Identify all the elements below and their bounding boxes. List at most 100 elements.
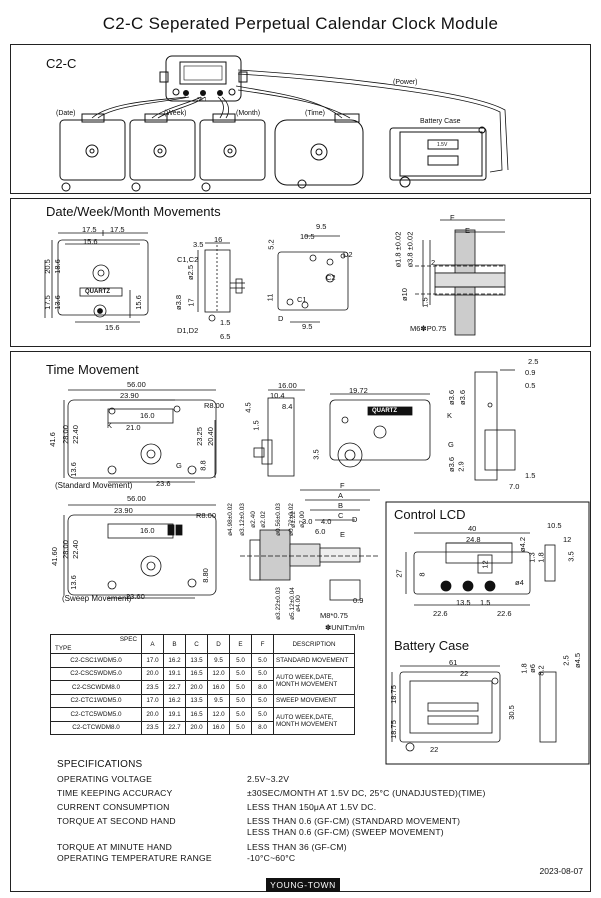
sdim-h136: 13.6 bbox=[68, 575, 78, 590]
tdim-r29: 2.9 bbox=[456, 461, 466, 472]
callout-week: (Week) bbox=[164, 110, 187, 117]
callout-date: (Date) bbox=[56, 110, 76, 117]
dim-d15: 1.5 bbox=[220, 318, 231, 327]
table-header-row: SPEC TYPE A B C D E F DESCRIPTION bbox=[50, 634, 355, 654]
shaft-30: 3.0 bbox=[302, 517, 313, 526]
tdim-h224: 22.40 bbox=[70, 425, 80, 444]
bdim-w22b: 22 bbox=[430, 745, 439, 754]
dim-d65: 6.5 bbox=[220, 332, 231, 341]
value-cell: 8.0 bbox=[251, 680, 274, 695]
ldim-r18: 1.8 bbox=[536, 552, 546, 563]
shaft-v2: ø2.40 bbox=[249, 511, 257, 528]
description-line: MONTH MOVEMENT bbox=[276, 721, 338, 728]
tdim-r09: 0.9 bbox=[525, 368, 536, 377]
dim-c1c2: C1,C2 bbox=[177, 255, 199, 264]
tdim-k: K bbox=[107, 421, 113, 430]
tdim-w239: 23.90 bbox=[120, 391, 139, 400]
bdim-w22: 22 bbox=[460, 669, 469, 678]
movements-drawing bbox=[44, 219, 506, 336]
tdim-side35: 3.5 bbox=[311, 449, 321, 460]
value-cell: 8.0 bbox=[251, 720, 274, 735]
description-cell: SWEEP MOVEMENT bbox=[273, 693, 355, 708]
battery-title: Battery Case bbox=[394, 638, 470, 653]
shaft-v6: ø1.22 bbox=[289, 511, 297, 528]
col-d: D bbox=[207, 634, 230, 654]
tdim-h204: 20.40 bbox=[205, 427, 215, 446]
value-cell: 23.5 bbox=[141, 680, 164, 695]
tdim-r8: R8.00 bbox=[204, 401, 225, 410]
value-cell: 5.0 bbox=[251, 666, 274, 681]
dim-f: F bbox=[450, 213, 455, 222]
type-cell: C2-CTC1WDM5.0 bbox=[50, 693, 142, 708]
tdim-w21: 21.0 bbox=[126, 423, 141, 432]
sdim-h88: 8.80 bbox=[200, 568, 210, 583]
dim-d2-label: D2 bbox=[343, 250, 353, 259]
type-cell: C2-CSC1WDM5.0 bbox=[50, 653, 142, 668]
standard-movement-label: (Standard Movement) bbox=[55, 481, 133, 490]
value-cell: 9.5 bbox=[207, 653, 230, 668]
description-line: AUTO WEEK,DATE, bbox=[276, 714, 334, 721]
ldim-w40: 40 bbox=[468, 524, 477, 533]
callout-time: (Time) bbox=[305, 110, 325, 117]
bdim-h1875b: 18.75 bbox=[388, 720, 398, 739]
col-e: E bbox=[229, 634, 252, 654]
value-cell: 16.5 bbox=[185, 707, 208, 722]
description-cell: STANDARD MOVEMENT bbox=[273, 653, 355, 668]
description-line: MONTH MOVEMENT bbox=[276, 680, 338, 688]
lcd-text: 38.1 bbox=[197, 97, 207, 103]
tdim-r15: 1.5 bbox=[525, 471, 536, 480]
type-cell: C2-CSCWDM8.0 bbox=[50, 680, 142, 695]
tdim-r25: 2.5 bbox=[528, 357, 539, 366]
dim-m6: M6✽P0.75 bbox=[410, 324, 447, 333]
spec-label: TORQUE AT SECOND HAND bbox=[57, 816, 176, 826]
value-cell: 20.0 bbox=[141, 666, 164, 681]
sdim-h28: 28.00 bbox=[60, 540, 70, 559]
spec-label: OPERATING VOLTAGE bbox=[57, 774, 153, 784]
shaft-c: C bbox=[338, 511, 344, 520]
sdim-r8: R8.00 bbox=[196, 511, 217, 520]
tdim-rg: G bbox=[448, 440, 454, 449]
bdim-h305: 30.5 bbox=[506, 705, 516, 720]
ldim-h27: 27 bbox=[394, 569, 404, 578]
value-cell: 5.0 bbox=[229, 666, 252, 681]
value-cell: 20.0 bbox=[185, 680, 208, 695]
value-cell: 16.2 bbox=[163, 693, 186, 708]
dim-c2-label: C2 bbox=[326, 273, 336, 282]
ldim-r12: 12 bbox=[563, 535, 572, 544]
tdim-h416: 41.6 bbox=[47, 432, 57, 447]
sdim-w239: 23.90 bbox=[114, 506, 133, 515]
ldim-r105: 10.5 bbox=[547, 521, 562, 530]
tdim-w1972: 19.72 bbox=[349, 386, 368, 395]
value-cell: 22.7 bbox=[163, 680, 186, 695]
spec-value: LESS THAN 0.6 (GF-CM) (SWEEP MOVEMENT) bbox=[247, 827, 444, 837]
tdim-h88: 8.8 bbox=[198, 460, 208, 471]
tdim-side84: 8.4 bbox=[282, 402, 293, 411]
col-description: DESCRIPTION bbox=[273, 634, 355, 654]
spec-value: LESS THAN 150μA AT 1.5V DC. bbox=[247, 802, 377, 812]
spec-label: OPERATING TEMPERATURE RANGE bbox=[57, 853, 212, 863]
spec-table: SPEC TYPE A B C D E F DESCRIPTION C2-CSC… bbox=[50, 634, 355, 735]
callout-battery: Battery Case bbox=[420, 118, 461, 125]
ldim-w15: 1.5 bbox=[480, 598, 491, 607]
value-cell: 16.0 bbox=[207, 720, 230, 735]
bdim-r45: ø4.5 bbox=[573, 652, 583, 669]
tdim-h136: 13.6 bbox=[68, 462, 78, 477]
dim-e: E bbox=[465, 226, 471, 235]
tdim-w56: 56.00 bbox=[127, 380, 146, 389]
callout-month: (Month) bbox=[236, 110, 261, 117]
tdim-r7: 7.0 bbox=[509, 482, 520, 491]
dim-w2: 17.5 bbox=[110, 225, 125, 234]
description-cell: AUTO WEEK,DATE,MONTH MOVEMENT bbox=[273, 707, 355, 735]
dim-w3: 15.6 bbox=[83, 237, 98, 246]
description-cell: AUTO WEEK,DATE,MONTH MOVEMENT bbox=[273, 666, 355, 695]
value-cell: 20.0 bbox=[185, 720, 208, 735]
tdim-h2325: 23.25 bbox=[194, 427, 204, 446]
value-cell: 16.0 bbox=[207, 680, 230, 695]
ldim-r35: 3.5 bbox=[566, 551, 576, 562]
ldim-r4: ø4 bbox=[515, 578, 524, 587]
spec-value: LESS THAN 36 (GF-CM) bbox=[247, 842, 347, 852]
bdim-h1875a: 18.75 bbox=[388, 685, 398, 704]
sdim-w16: 16.0 bbox=[140, 526, 155, 535]
shaft-v3: ø2.02 bbox=[259, 511, 267, 528]
